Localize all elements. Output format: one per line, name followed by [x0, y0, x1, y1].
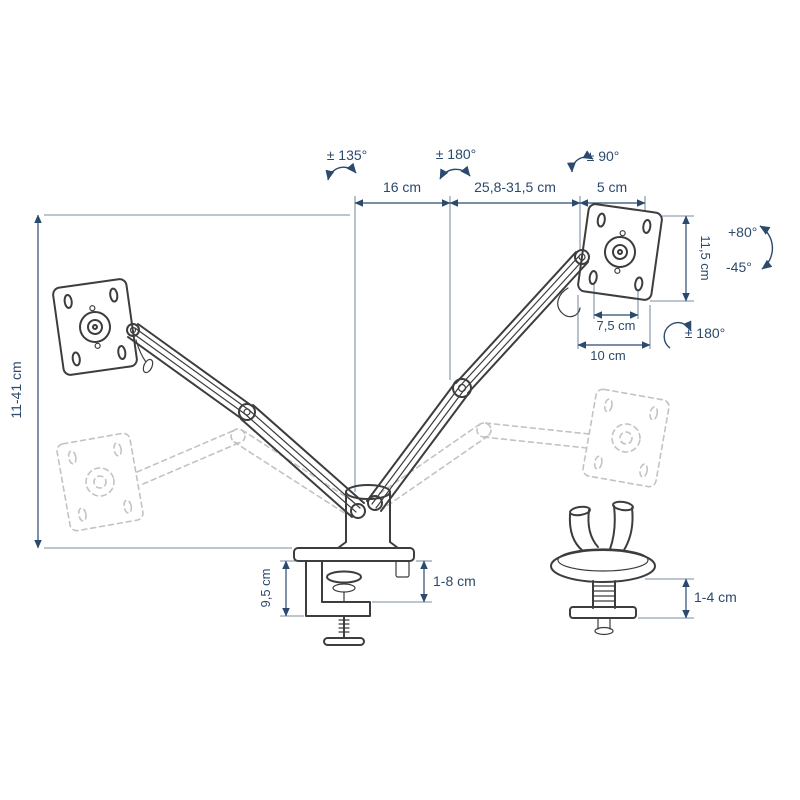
- hole-spacing-label: 7,5 cm: [596, 318, 635, 333]
- desk-thickness-label: 1-8 cm: [433, 573, 476, 589]
- height-range-label: 11-41 cm: [8, 361, 24, 418]
- tilt-down-label: -45°: [726, 259, 752, 275]
- plate-width-label: 10 cm: [590, 348, 625, 363]
- pole-and-clamp: [293, 484, 415, 646]
- rear-arm-span-label: 16 cm: [383, 179, 421, 195]
- clamp-dimensions: 9,5 cm 1-8 cm: [258, 560, 476, 617]
- angle-pole-label: ± 180°: [436, 146, 477, 162]
- ghost-left-arm-position: [56, 428, 355, 532]
- right-arm: [366, 249, 590, 512]
- angle-pole-arrow-icon: [439, 165, 471, 180]
- grommet-mount: [550, 500, 656, 636]
- cable-hook: [557, 287, 581, 318]
- clamp-screw-handle: [323, 637, 365, 646]
- ghost-right-vesa-plate: [582, 388, 670, 488]
- clamp-top-plate: [293, 547, 415, 562]
- tilt-up-label: +80°: [728, 224, 757, 240]
- angle-head-arrow-icon: [566, 150, 594, 173]
- left-arm: [126, 323, 365, 518]
- vesa-rotation-label: ± 180°: [685, 325, 726, 341]
- plate-height-label: 11,5 cm: [698, 235, 713, 280]
- ghost-right-arm-position: [375, 388, 670, 509]
- grommet-dimension: 1-4 cm: [638, 578, 737, 619]
- ghost-left-vesa-plate: [56, 432, 144, 532]
- top-angle-annotations: ± 135° ± 180° ± 90°: [325, 146, 620, 181]
- height-range-dimension: 11-41 cm: [8, 214, 350, 549]
- vesa-dimensions: 11,5 cm +80° -45° 7,5 cm 10 cm ± 180°: [577, 215, 774, 363]
- right-vesa-plate: [577, 203, 663, 301]
- angle-head-label: ± 90°: [587, 148, 620, 164]
- clamp-c-bracket: [305, 560, 371, 617]
- grommet-base: [550, 549, 656, 583]
- head-offset-label: 5 cm: [597, 179, 627, 195]
- front-arm-span-label: 25,8-31,5 cm: [474, 179, 556, 195]
- tilt-arrow-icon: [759, 225, 774, 270]
- grommet-bracket: [569, 606, 637, 619]
- angle-elbow-label: ± 135°: [327, 147, 368, 163]
- angle-elbow-arrow-icon: [325, 162, 357, 181]
- left-arm-release-tab: [135, 339, 147, 363]
- left-vesa-plate: [52, 278, 138, 376]
- vesa-rotation-arrow-icon: [663, 320, 692, 349]
- clamp-depth-label: 9,5 cm: [258, 568, 273, 607]
- top-dimension-chain: 16 cm 25,8-31,5 cm 5 cm: [354, 179, 646, 492]
- grommet-thickness-label: 1-4 cm: [694, 589, 737, 605]
